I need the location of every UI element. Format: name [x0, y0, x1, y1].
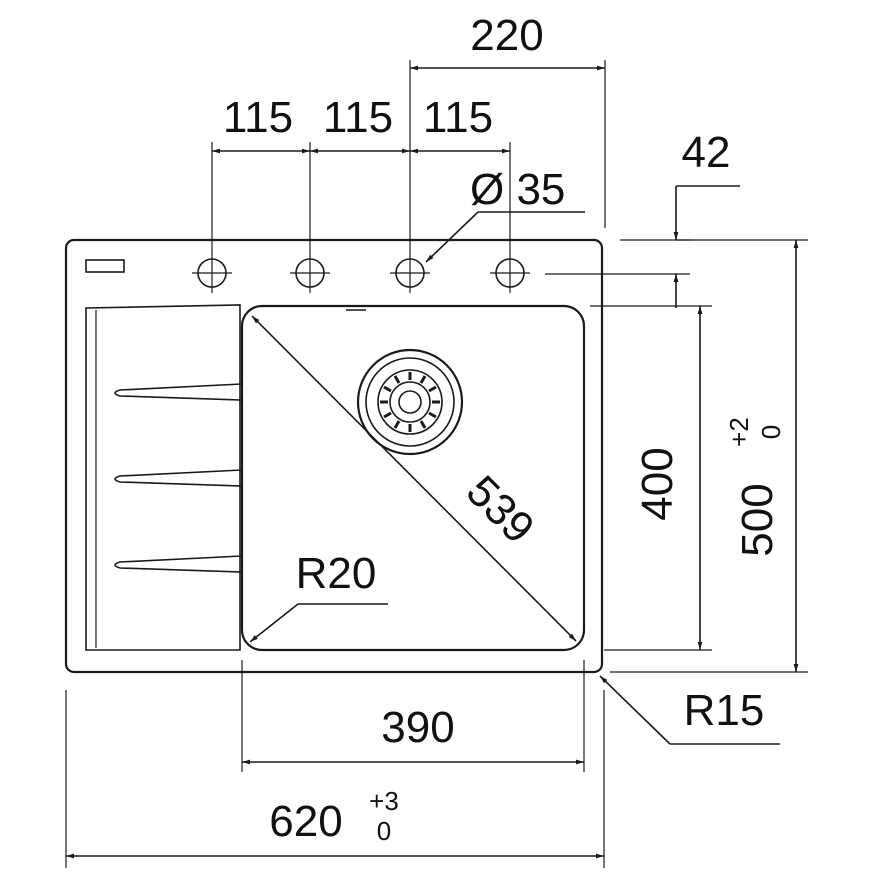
dimension-115-label-2: 115 [323, 93, 393, 142]
dimension-620-label: 620 [269, 797, 342, 846]
dimension-r15: R15 [599, 675, 780, 745]
dimension-115-row: 115 115 115 [212, 93, 510, 154]
tap-hole-1 [192, 253, 232, 293]
dimension-42-label: 42 [682, 128, 731, 177]
dimension-620-tol-lower: 0 [377, 816, 391, 846]
tap-holes [192, 253, 530, 293]
bowl [240, 304, 586, 652]
dimension-42: 42 [545, 128, 740, 308]
label-plate [85, 259, 125, 273]
dimension-500: 500 +2 0 [610, 239, 808, 673]
drainboard [85, 304, 243, 651]
dimension-500-label: 500 [733, 483, 782, 556]
dimension-220: 220 [410, 11, 605, 71]
dimension-500-tol-upper: +2 [724, 417, 754, 447]
dimension-400: 400 [590, 305, 712, 651]
dimension-500-tol-lower: 0 [756, 425, 786, 439]
dimension-539-label: 539 [457, 466, 544, 553]
dimension-r15-label: R15 [684, 686, 765, 735]
sink-outline [64, 238, 604, 674]
dimension-115-label-1: 115 [223, 93, 293, 142]
dimension-115-label-3: 115 [423, 93, 493, 142]
hole-extension-lines [211, 60, 606, 253]
dimension-diameter: Ø 35 [425, 165, 585, 263]
dimension-diameter-label: Ø 35 [470, 165, 565, 214]
dimension-r20-label: R20 [296, 549, 377, 598]
dimension-400-label: 400 [633, 447, 682, 520]
dimension-220-label: 220 [470, 11, 543, 60]
tap-hole-2 [290, 253, 330, 293]
dimension-390-label: 390 [381, 703, 454, 752]
dimension-390: 390 [241, 660, 585, 772]
dimension-620-tol-upper: +3 [369, 786, 399, 816]
tap-hole-3 [390, 253, 430, 293]
dimension-620: 620 +3 0 [65, 690, 605, 868]
tap-hole-4 [490, 253, 530, 293]
dimension-r20: R20 [249, 549, 388, 643]
